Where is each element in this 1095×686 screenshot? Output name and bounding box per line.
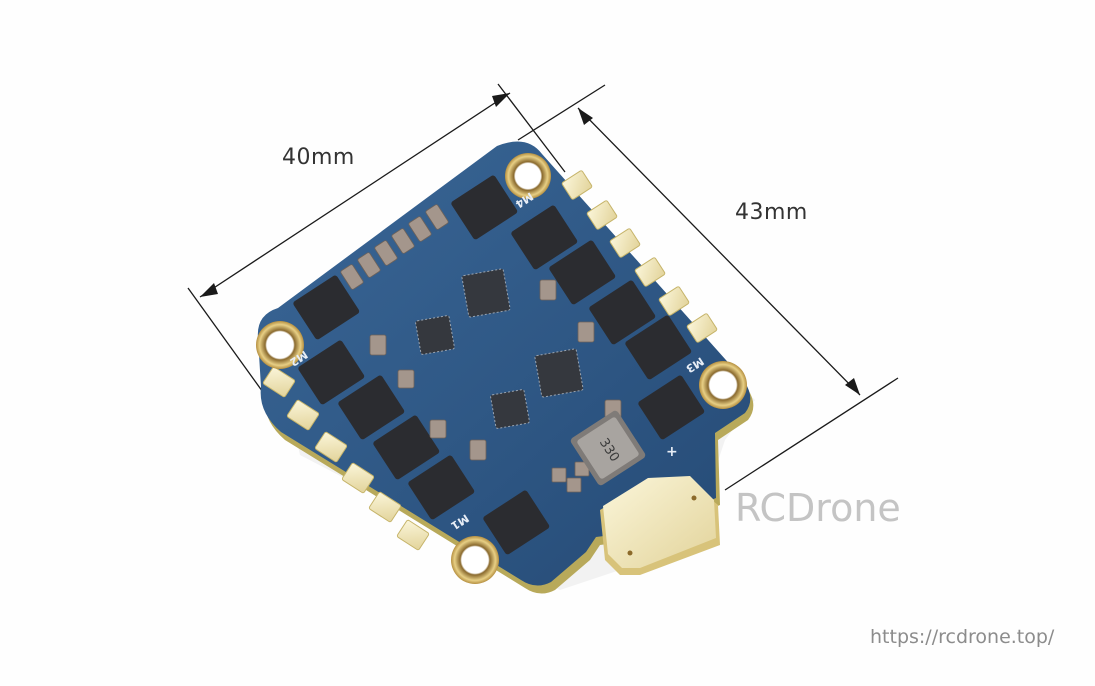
mcu-chips xyxy=(415,268,584,429)
motor-pads-left xyxy=(262,366,430,551)
dimension-line-43mm xyxy=(517,84,899,491)
svg-text:+: + xyxy=(666,444,678,460)
mosfets xyxy=(293,175,705,555)
brand-watermark: RCDrone xyxy=(735,486,901,530)
width-dimension-label: 40mm xyxy=(282,145,355,170)
motor-pads-right xyxy=(561,170,718,343)
inductor xyxy=(570,410,646,486)
mounting-holes xyxy=(256,153,747,584)
power-pad xyxy=(600,476,720,575)
height-dimension-label: 43mm xyxy=(735,200,808,225)
source-url: https://rcdrone.top/ xyxy=(870,626,1055,648)
capacitors xyxy=(340,204,622,493)
